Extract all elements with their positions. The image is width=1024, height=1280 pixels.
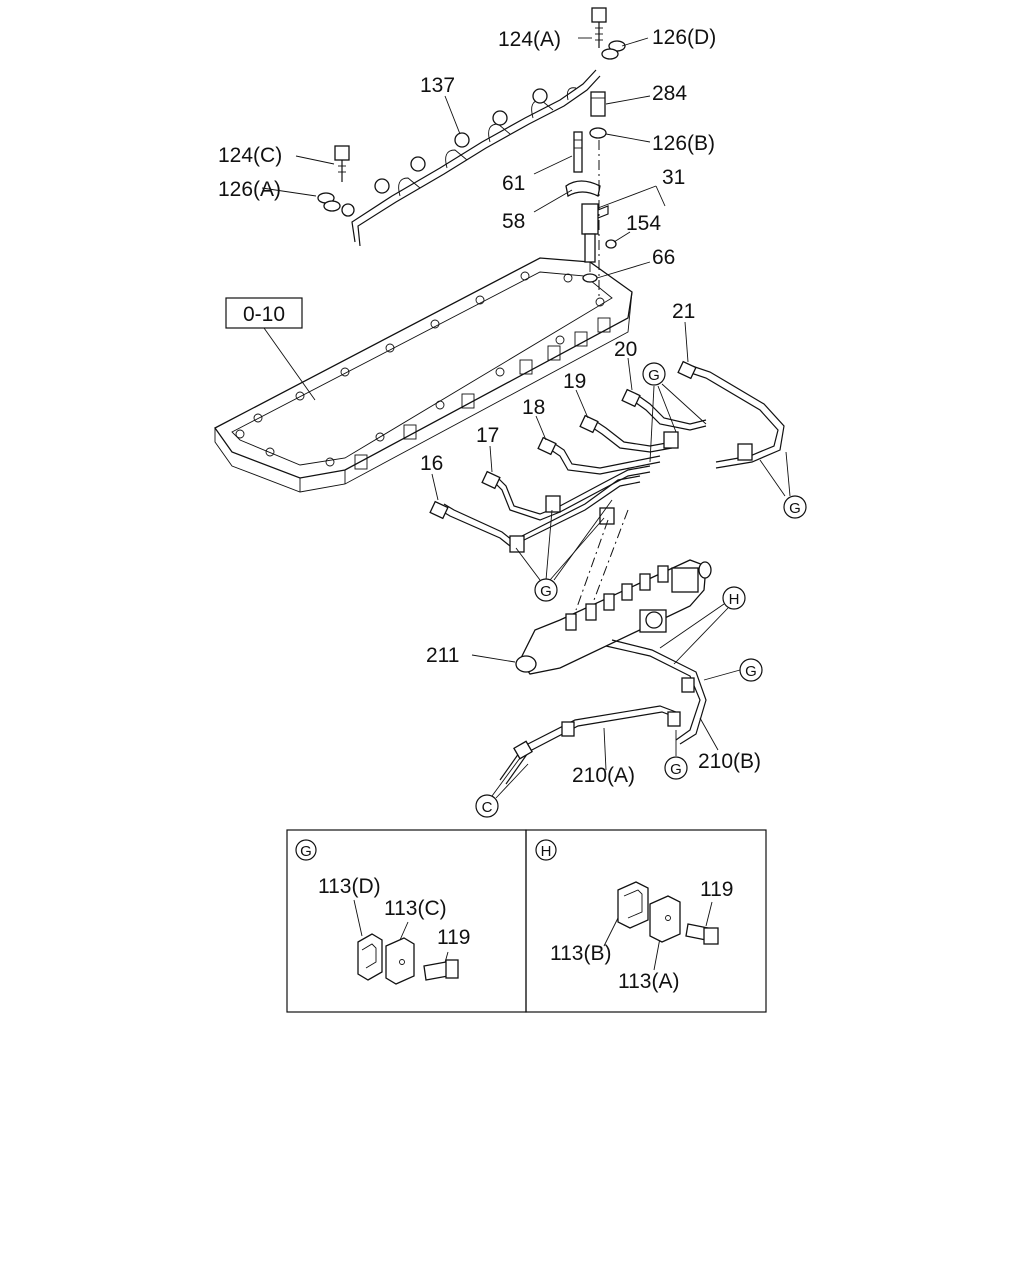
reference-box: 0-10 — [225, 297, 316, 401]
label-19: 19 — [563, 370, 586, 393]
callout-g-bottom: G — [664, 756, 688, 780]
label-119-h: 119 — [700, 878, 733, 901]
label-137: 137 — [420, 74, 455, 97]
clamp-58 — [565, 180, 601, 198]
callout-g-bottom-letter: G — [670, 761, 682, 778]
washer-126d — [601, 40, 626, 60]
spacer-284 — [590, 91, 606, 117]
callout-c: C — [475, 794, 499, 818]
callout-g-top-letter: G — [648, 367, 660, 384]
label-16: 16 — [420, 452, 443, 475]
label-17: 17 — [476, 424, 499, 447]
label-21: 21 — [672, 300, 695, 323]
callout-g-right: G — [783, 495, 807, 519]
callout-g-rail: G — [739, 658, 763, 682]
callout-g-left-letter: G — [540, 583, 552, 600]
head-cover-gasket — [214, 257, 633, 493]
detail-box-g: G 113(D) 113(C) 119 — [286, 829, 527, 1013]
gasket-66 — [582, 273, 598, 283]
label-284: 284 — [652, 82, 687, 105]
callout-g-right-letter: G — [789, 500, 801, 517]
label-126b: 126(B) — [652, 132, 715, 155]
detail-box-h: H 119 113(B) 113(A) — [525, 829, 767, 1013]
callout-h: H — [722, 586, 746, 610]
common-rail — [515, 509, 712, 675]
callout-g-rail-letter: G — [745, 663, 757, 680]
label-210a: 210(A) — [572, 764, 635, 787]
label-210b: 210(B) — [698, 750, 761, 773]
label-211: 211 — [426, 644, 459, 667]
injection-pipes — [429, 360, 785, 553]
label-124a: 124(A) — [498, 28, 561, 51]
bolt-124a — [591, 7, 607, 48]
label-31: 31 — [662, 166, 685, 189]
label-126d: 126(D) — [652, 26, 716, 49]
bolt-124c — [334, 145, 350, 182]
washer-126b — [589, 127, 607, 139]
label-113b: 113(B) — [550, 942, 611, 965]
label-154: 154 — [626, 212, 661, 235]
o-ring-154 — [605, 239, 617, 249]
label-20: 20 — [614, 338, 637, 361]
label-126a: 126(A) — [218, 178, 281, 201]
callout-g-top: G — [642, 362, 666, 386]
leak-off-pipe — [341, 69, 601, 247]
label-113a: 113(A) — [618, 970, 679, 993]
callout-g-left: G — [534, 578, 558, 602]
label-113d: 113(D) — [318, 875, 381, 898]
label-113c: 113(C) — [384, 897, 447, 920]
part-labels: 124(A) 126(D) 284 137 126(B) 124(C) 31 6… — [218, 26, 761, 787]
leader-lines — [261, 37, 791, 799]
injector-31 — [581, 203, 609, 272]
callout-h-letter: H — [729, 591, 740, 608]
feed-pipes-210 — [499, 639, 707, 785]
detail-h-letter: H — [541, 843, 552, 860]
label-124c: 124(C) — [218, 144, 282, 167]
label-18: 18 — [522, 396, 545, 419]
washer-126a — [317, 192, 341, 212]
label-58: 58 — [502, 210, 525, 233]
label-66: 66 — [652, 246, 675, 269]
callout-c-letter: C — [482, 799, 493, 816]
detail-g-letter: G — [300, 843, 312, 860]
label-61: 61 — [502, 172, 525, 195]
stud-61 — [573, 131, 583, 173]
label-119-g: 119 — [437, 926, 470, 949]
reference-box-label: 0-10 — [243, 303, 285, 326]
